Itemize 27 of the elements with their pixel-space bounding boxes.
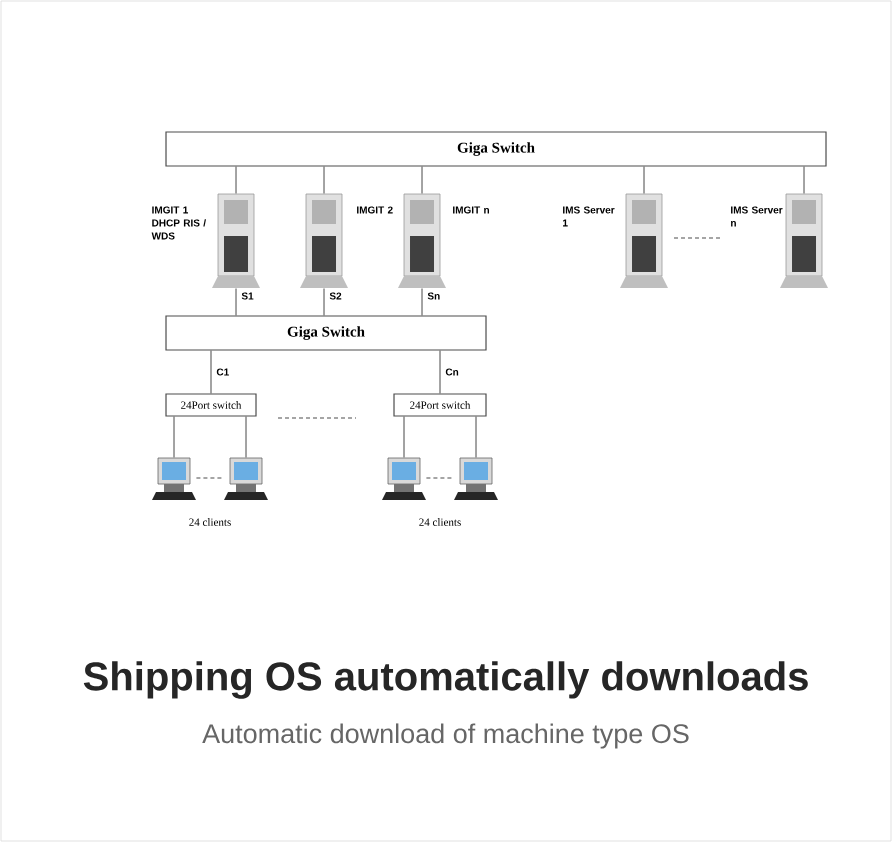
- connector-line: [323, 287, 325, 316]
- server-drawing: [780, 193, 828, 288]
- dashed-line: [195, 477, 225, 479]
- computer-drawing: [224, 457, 268, 500]
- subtitle: Automatic download of machine type OS: [202, 723, 689, 749]
- connector-line: [403, 416, 405, 459]
- server-drawing: [300, 193, 348, 288]
- connector-line: [173, 416, 175, 459]
- server-drawing: [620, 193, 668, 288]
- connector-line: [235, 287, 237, 316]
- computer-drawing: [454, 457, 498, 500]
- connector-line: [439, 350, 441, 394]
- connector-line: [323, 166, 325, 195]
- title: Shipping OS automatically downloads: [83, 661, 808, 699]
- server-drawing: [212, 193, 260, 288]
- computer-drawing: [152, 457, 196, 500]
- connector-line: [643, 166, 645, 195]
- connector-line: [210, 350, 212, 394]
- connector-line: [475, 416, 477, 459]
- connector-line: [421, 287, 423, 316]
- connector-line: [803, 166, 805, 195]
- server-drawing: [398, 193, 446, 288]
- dashed-line: [425, 477, 455, 479]
- connector-line: [245, 416, 247, 459]
- connector-line: [421, 166, 423, 195]
- connector-line: [235, 166, 237, 195]
- computer-drawing: [382, 457, 426, 500]
